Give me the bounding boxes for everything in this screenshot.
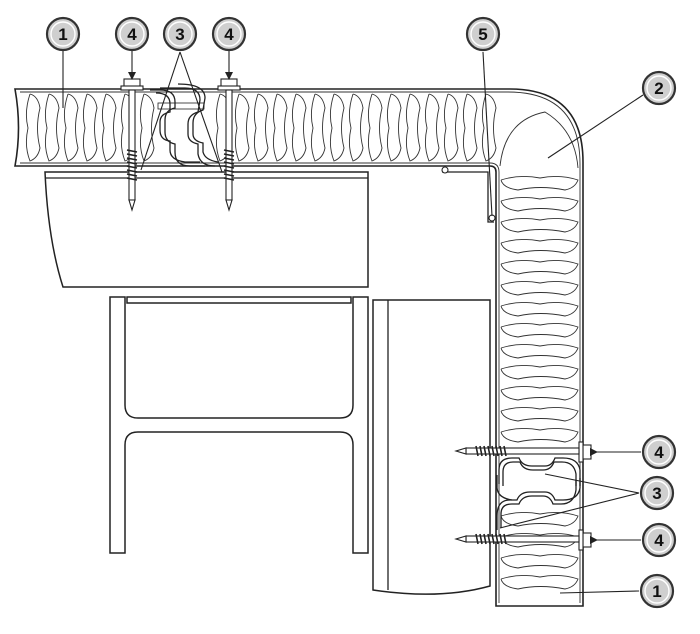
callout-4-top-right: 4 <box>211 16 247 52</box>
callout-3-top-label: 3 <box>175 25 184 44</box>
insulation-cell <box>63 93 79 162</box>
roof-insulation-core <box>25 93 497 162</box>
callout-3-right-label: 3 <box>652 484 661 503</box>
insulation-cell <box>310 93 326 162</box>
callout-4-right-lower: 4 <box>641 522 677 558</box>
callout-4-top-left-label: 4 <box>127 25 137 44</box>
insulation-cell <box>500 343 579 359</box>
insulation-cell <box>424 93 440 162</box>
insulation-cell <box>44 93 60 162</box>
insulation-cell <box>500 427 579 443</box>
callout-1-bottom: 1 <box>639 573 675 609</box>
roof-beam <box>44 171 369 288</box>
insulation-cell <box>500 196 579 212</box>
insulation-cell <box>348 93 364 162</box>
callout-4-top-left: 4 <box>114 16 150 52</box>
top-fastener-right <box>217 78 241 212</box>
insulation-cell <box>481 93 497 162</box>
callout-1-bottom-label: 1 <box>652 582 661 601</box>
insulation-cell <box>500 574 579 590</box>
insulation-cell <box>500 511 579 527</box>
insulation-cell <box>500 217 579 233</box>
wall-insulation-core <box>500 175 579 590</box>
insulation-cell <box>405 93 421 162</box>
insulation-cell <box>291 93 307 162</box>
insulation-cell <box>234 93 250 162</box>
insulation-cell <box>462 93 478 162</box>
callout-4-right-upper: 4 <box>641 434 677 470</box>
insulation-cell <box>272 93 288 162</box>
insulation-cell <box>500 175 579 191</box>
callout-1-top-label: 1 <box>58 25 67 44</box>
callout-2-corner-label: 2 <box>654 79 663 98</box>
callout-3-right: 3 <box>639 475 675 511</box>
insulation-cell <box>500 553 579 569</box>
insulation-cell <box>82 93 98 162</box>
insulation-cell <box>367 93 383 162</box>
insulation-cell <box>500 385 579 401</box>
insulation-cell <box>500 532 579 548</box>
insulation-cell <box>500 259 579 275</box>
insulation-cell <box>25 93 41 162</box>
insulation-cell <box>443 93 459 162</box>
wall-column <box>372 299 491 595</box>
insulation-cell <box>500 280 579 296</box>
callout-5-top: 5 <box>465 16 501 52</box>
wall-panel-joint <box>496 457 581 530</box>
insulation-cell <box>101 93 117 162</box>
insulation-cell <box>139 93 155 162</box>
callout-4-top-right-label: 4 <box>224 25 234 44</box>
corner-rivet-clip <box>441 166 496 223</box>
insulation-cell <box>500 238 579 254</box>
insulation-cell <box>253 93 269 162</box>
callout-4-right-lower-label: 4 <box>654 531 664 550</box>
insulation-cell <box>386 93 402 162</box>
callout-2-corner: 2 <box>641 70 677 106</box>
callout-5-top-label: 5 <box>478 25 487 44</box>
insulation-cell <box>500 364 579 380</box>
callout-1-top: 1 <box>45 16 81 52</box>
callout-4-right-upper-label: 4 <box>654 443 664 462</box>
sandwich-panel <box>14 88 584 607</box>
insulation-cell <box>500 406 579 422</box>
insulation-cell <box>500 301 579 317</box>
leader-lines <box>62 50 644 594</box>
roof-panel-joint <box>150 83 219 167</box>
h-column <box>109 296 369 554</box>
callout-3-top: 3 <box>162 16 198 52</box>
insulation-cell <box>500 322 579 338</box>
insulation-cell <box>329 93 345 162</box>
